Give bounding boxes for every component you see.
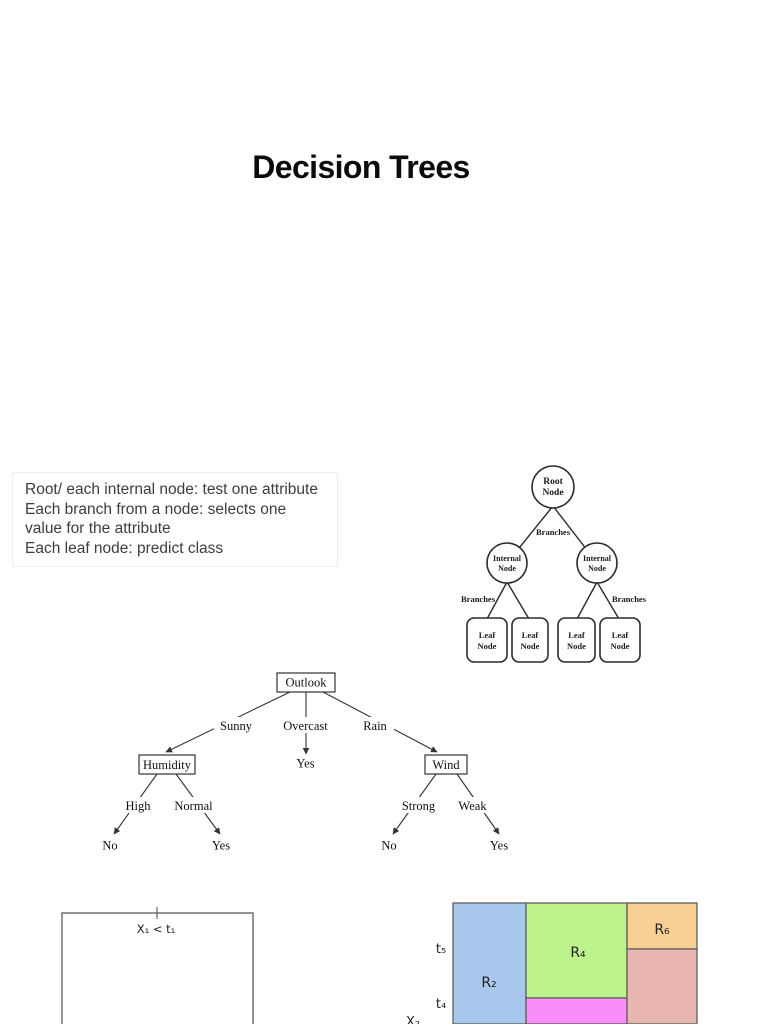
feature-space-split-diagram: X₁ < t₁ [61, 907, 254, 1024]
branch-label-sunny: Sunny [220, 719, 253, 733]
outlook-decision-tree: Outlook Sunny Overcast Rain Humidity Yes… [102, 672, 508, 853]
region-labels: R₂ R₄ R₆ t₅ t₄ X₂ [406, 922, 670, 1024]
leaf-node-label: Leaf [612, 630, 629, 640]
outlook-node-box [276, 672, 336, 693]
root-node-label: Root [543, 477, 563, 487]
branch-label-strong: Strong [402, 799, 436, 813]
internal-node-label: Internal [493, 554, 522, 563]
branch-label-backgrounds [123, 717, 493, 813]
humidity-node-box [138, 754, 196, 775]
leaf-node-box [599, 617, 641, 663]
branches-label: Branches [461, 594, 496, 604]
note-line: Each branch from a node: selects one [25, 500, 287, 518]
label-r6: R₆ [654, 922, 670, 938]
split-label: X₁ < t₁ [137, 922, 176, 936]
leaf-node-box [557, 617, 596, 663]
wind-node-box [424, 754, 468, 775]
label-r2: R₂ [481, 975, 496, 991]
outlook-tree-labels: Outlook Sunny Overcast Rain Humidity Yes… [102, 676, 508, 853]
axis-label-x2: X₂ [406, 1015, 420, 1024]
note-line: value for the attribute [25, 520, 171, 538]
outlook-tree-node-boxes [138, 672, 468, 775]
page-title: Decision Trees [252, 149, 470, 185]
leaf-yes: Yes [490, 839, 508, 853]
internal-node-circle [576, 542, 618, 584]
region-magenta [525, 997, 628, 1024]
branches-label: Branches [536, 527, 571, 537]
notes-box: Root/ each internal node: test one attri… [12, 472, 338, 567]
leaf-node-label: Node [611, 641, 630, 651]
leaf-node-box [511, 617, 549, 663]
humidity-node-label: Humidity [143, 758, 192, 772]
region-r2 [452, 902, 527, 1024]
leaf-yes: Yes [212, 839, 230, 853]
leaf-node-label: Node [567, 641, 586, 651]
branch-label-overcast: Overcast [283, 719, 328, 733]
region-rects [452, 902, 698, 1024]
wind-node-label: Wind [432, 758, 460, 772]
branch-label-normal: Normal [174, 799, 213, 813]
branches-label: Branches [612, 594, 647, 604]
internal-node-label: Node [498, 564, 516, 573]
leaf-no: No [102, 839, 117, 853]
label-r4: R₄ [570, 945, 586, 961]
branch-label-rain: Rain [363, 719, 387, 733]
branch-label-weak: Weak [458, 799, 487, 813]
leaf-no: No [381, 839, 396, 853]
tick-label-t4: t₄ [436, 997, 446, 1012]
internal-node-label: Internal [583, 554, 612, 563]
root-node-label: Node [542, 488, 563, 498]
internal-node-circle [486, 542, 528, 584]
leaf-yes-overcast: Yes [296, 757, 314, 771]
region-r4 [525, 902, 628, 999]
region-partition-diagram: R₂ R₄ R₆ t₅ t₄ X₂ [406, 902, 698, 1024]
note-line: Each leaf node: predict class [25, 539, 224, 557]
tree-nodes [466, 465, 641, 663]
leaf-node-label: Node [521, 641, 540, 651]
internal-node-label: Node [588, 564, 606, 573]
region-r6 [626, 902, 698, 950]
leaf-node-label: Leaf [568, 630, 585, 640]
branch-label-high: High [126, 799, 152, 813]
root-node-circle [531, 465, 575, 509]
leaf-node-label: Leaf [522, 630, 539, 640]
tick-label-t5: t₅ [436, 942, 446, 957]
leaf-node-label: Node [478, 641, 497, 651]
leaf-node-label: Leaf [479, 630, 496, 640]
note-line: Root/ each internal node: test one attri… [25, 481, 318, 498]
outlook-node-label: Outlook [286, 676, 328, 690]
region-salmon [626, 948, 698, 1024]
leaf-node-box [466, 617, 508, 663]
tree-labels: Root Node Branches Internal Node Interna… [461, 477, 647, 651]
node-structure-diagram: Root Node Branches Internal Node Interna… [461, 465, 647, 663]
